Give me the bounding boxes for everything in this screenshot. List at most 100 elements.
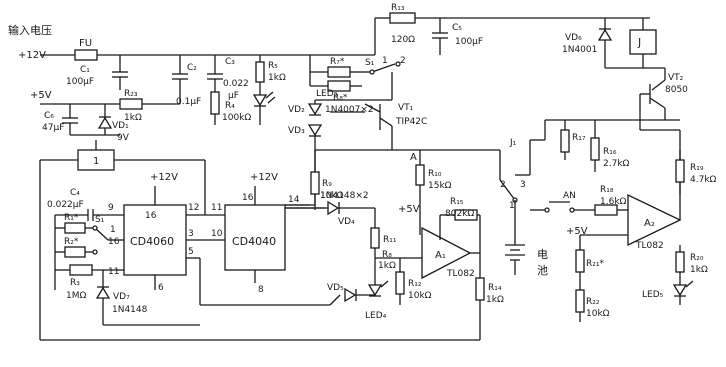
r14-ref: R₁₄ bbox=[488, 283, 502, 293]
vd1-value: 9V bbox=[117, 133, 130, 143]
c5-capacitor bbox=[432, 18, 448, 55]
r7-r8-switch bbox=[309, 55, 401, 92]
led3-label: LED₃ bbox=[316, 89, 338, 99]
plus12-cd4060: +12V bbox=[150, 172, 178, 183]
r9-value: 10kΩ bbox=[320, 191, 344, 201]
vd2-ref: VD₂ bbox=[288, 105, 305, 115]
c3-value: 0.022 bbox=[223, 79, 249, 89]
vd5-led4 bbox=[329, 270, 389, 306]
vt2-part: 8050 bbox=[665, 85, 688, 95]
c3-capacitor bbox=[207, 55, 223, 125]
cd4060-pin3: 3 bbox=[188, 229, 194, 239]
s1-osc-ref: S₁ bbox=[95, 215, 105, 225]
ic1-box bbox=[39, 140, 480, 341]
r21-r22-divider bbox=[575, 235, 585, 322]
fuse-label: FU bbox=[79, 38, 92, 49]
cd4040-pin8: 8 bbox=[258, 285, 264, 295]
r11-r12-divider bbox=[370, 208, 422, 305]
cd4060-pin11: 11 bbox=[108, 267, 119, 277]
c4-value: 0.022μF bbox=[47, 200, 84, 210]
c6-ref: C₆ bbox=[44, 111, 54, 121]
c2-capacitor bbox=[172, 55, 188, 104]
r20-ref: R₂₀ bbox=[690, 253, 704, 263]
plus12-cd4040: +12V bbox=[250, 172, 278, 183]
a2-label: A₂ bbox=[644, 218, 655, 229]
vd1-ref: VD₁ bbox=[112, 121, 129, 131]
r16-value: 2.7kΩ bbox=[603, 159, 630, 169]
cd4060-pin5: 5 bbox=[188, 247, 194, 257]
r7-ref: R₇* bbox=[330, 57, 345, 67]
c6-value: 47μF bbox=[42, 123, 64, 133]
r4-ref: R₄ bbox=[225, 101, 235, 111]
cd4040-label: CD4040 bbox=[232, 235, 276, 248]
s1-top-ref: S₁ bbox=[365, 58, 375, 68]
cd4060-pin16b: 16 bbox=[108, 237, 120, 247]
r18-value: 1.6kΩ bbox=[600, 197, 627, 207]
j1-pos2: 2 bbox=[500, 180, 506, 190]
relay-label: J bbox=[637, 36, 641, 49]
r23-value: 1kΩ bbox=[124, 113, 142, 123]
s1-top-pos2: 2 bbox=[400, 56, 406, 66]
r14-value: 1kΩ bbox=[486, 295, 504, 305]
s1-top-pos1: 1 bbox=[382, 56, 388, 66]
vt1-ref: VT₁ bbox=[398, 103, 414, 113]
cd4060-pin12: 12 bbox=[188, 203, 199, 213]
r12-ref: R₁₂ bbox=[408, 279, 422, 289]
c3-unit: μF bbox=[228, 91, 239, 101]
c2-value: 0.1μF bbox=[176, 97, 201, 107]
a1-opamp bbox=[415, 150, 485, 340]
vd45-part: 1N4148×2 bbox=[320, 191, 369, 201]
r2-ref: R₂* bbox=[64, 237, 79, 247]
c5-value: 100μF bbox=[455, 37, 483, 47]
r16-r17 bbox=[560, 120, 600, 172]
r23-ref: R₂₃ bbox=[124, 89, 138, 99]
vd2-vd3-vt1 bbox=[307, 72, 500, 151]
r8-ref: R₈* bbox=[333, 93, 348, 103]
plus5-right-label: +5V bbox=[566, 226, 588, 237]
battery-label-2: 池 bbox=[537, 264, 548, 277]
c1-value: 100μF bbox=[66, 77, 94, 87]
r16-ref: R₁₆ bbox=[603, 147, 617, 157]
a1-part: TL082 bbox=[446, 269, 475, 279]
r12-value: 10kΩ bbox=[408, 291, 432, 301]
battery bbox=[505, 244, 525, 275]
c1-capacitor bbox=[112, 55, 128, 90]
battery-label-1: 电 bbox=[537, 248, 548, 261]
r19-ref: R₁₉ bbox=[690, 163, 704, 173]
vd6-ref: VD₆ bbox=[565, 33, 582, 43]
vd5-ref: VD₅ bbox=[327, 283, 344, 293]
cd4040-pin16: 16 bbox=[242, 193, 254, 203]
r3-value: 1MΩ bbox=[66, 291, 86, 301]
r10-ref: R₁₀ bbox=[428, 169, 442, 179]
power-input-label: 输入电压 bbox=[8, 23, 52, 37]
an-label: AN bbox=[563, 191, 576, 201]
c2-ref: C₂ bbox=[187, 63, 197, 73]
r5-led3-branch bbox=[252, 55, 276, 125]
vd6-part: 1N4001 bbox=[562, 45, 597, 55]
led5-label: LED₅ bbox=[642, 290, 664, 300]
r15-value: 802kΩ bbox=[445, 209, 474, 219]
c4-ref: C₄ bbox=[70, 188, 80, 198]
cd4040-pin10: 10 bbox=[211, 229, 223, 239]
vt2-ref: VT₂ bbox=[668, 73, 684, 83]
r18-ref: R₁₈ bbox=[600, 185, 614, 195]
r10-value: 15kΩ bbox=[428, 181, 452, 191]
r22-ref: R₂₂ bbox=[586, 297, 600, 307]
r17-ref: R₁₇ bbox=[572, 133, 586, 143]
node-a-label: A bbox=[410, 152, 417, 163]
r1-ref: R₁* bbox=[64, 213, 79, 223]
cd4040-pin14: 14 bbox=[288, 195, 300, 205]
r4-value: 100kΩ bbox=[222, 113, 251, 123]
cd4060-label: CD4060 bbox=[130, 235, 174, 248]
vt2-transistor bbox=[639, 68, 680, 131]
r13-ref: R₁₃ bbox=[391, 3, 405, 13]
r15-ref: R₁₅ bbox=[450, 197, 464, 207]
plus5-left-label: +5V bbox=[30, 90, 52, 101]
supply-12v-label: +12V bbox=[18, 50, 46, 61]
a1-label: A₁ bbox=[435, 250, 446, 261]
r3-ref: R₃ bbox=[70, 278, 80, 288]
cd4060-pin16: 16 bbox=[145, 211, 157, 221]
vd4-diode bbox=[285, 200, 375, 216]
cd4060-chip bbox=[123, 160, 330, 306]
c1-ref: C₁ bbox=[80, 65, 90, 75]
